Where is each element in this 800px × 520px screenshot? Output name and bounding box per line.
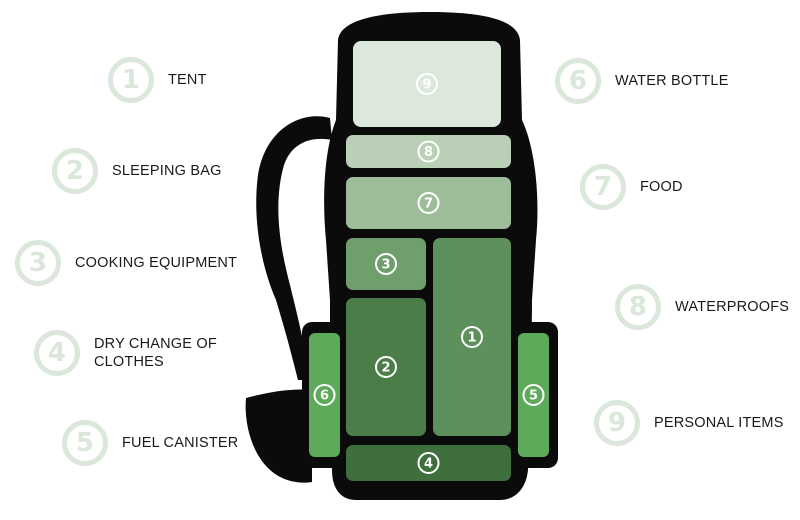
compartment-number: 7 xyxy=(424,197,433,212)
number-badge: 5 xyxy=(62,420,108,466)
compartment-6 xyxy=(309,333,340,457)
compartment-number: 1 xyxy=(467,331,476,346)
legend-item-personal-items: 9 PERSONAL ITEMS xyxy=(594,400,784,446)
compartment-5 xyxy=(518,333,549,457)
compartment-number-ring xyxy=(375,356,397,378)
legend-label: COOKING EQUIPMENT xyxy=(75,255,238,271)
compartment-number-ring xyxy=(417,192,440,214)
legend-label: SLEEPING BAG xyxy=(112,163,222,179)
legend-label: WATER BOTTLE xyxy=(615,73,729,89)
shoulder-strap xyxy=(256,116,332,381)
compartment-number: 6 xyxy=(320,389,329,404)
legend-item-fuel-canister: 5 FUEL CANISTER xyxy=(62,420,238,466)
legend-label: DRY CHANGE OF CLOTHES xyxy=(94,336,217,370)
legend-label: PERSONAL ITEMS xyxy=(654,415,784,431)
compartment-number: 8 xyxy=(424,145,433,160)
compartment-number: 9 xyxy=(422,78,431,93)
number-badge: 9 xyxy=(594,400,640,446)
legend-item-waterproofs: 8 WATERPROOFS xyxy=(615,284,789,330)
legend-item-water-bottle: 6 WATER BOTTLE xyxy=(555,58,729,104)
legend-item-dry-clothes: 4 DRY CHANGE OF CLOTHES xyxy=(34,330,224,376)
compartment-number-ring xyxy=(375,253,397,275)
compartment-1 xyxy=(433,238,511,436)
compartment-7 xyxy=(346,177,511,229)
compartment-number: 3 xyxy=(381,258,390,273)
compartment-number-ring xyxy=(313,384,336,406)
compartment-number-ring xyxy=(417,452,440,474)
number-badge: 6 xyxy=(555,58,601,104)
legend-label: WATERPROOFS xyxy=(675,299,790,315)
compartment-2 xyxy=(346,298,426,436)
compartment-number: 2 xyxy=(381,361,390,376)
legend-item-cooking-equipment: 3 COOKING EQUIPMENT xyxy=(15,240,237,286)
compartment-number-ring xyxy=(417,140,440,163)
compartment-number-ring xyxy=(416,73,438,95)
legend-label: FUEL CANISTER xyxy=(122,435,239,451)
compartment-9 xyxy=(353,41,501,127)
hip-belt xyxy=(245,389,312,483)
compartment-number: 5 xyxy=(529,389,538,404)
number-badge: 2 xyxy=(52,148,98,194)
compartment-number: 4 xyxy=(424,457,433,472)
compartment-8 xyxy=(346,135,511,168)
compartment-4 xyxy=(346,445,511,481)
legend-item-tent: 1 TENT xyxy=(108,57,207,103)
legend-item-food: 7 FOOD xyxy=(580,164,683,210)
compartment-number-ring xyxy=(522,384,545,406)
compartment-3 xyxy=(346,238,426,290)
number-badge: 8 xyxy=(615,284,661,330)
number-badge: 1 xyxy=(108,57,154,103)
number-badge: 4 xyxy=(34,330,80,376)
legend-label: FOOD xyxy=(640,179,683,195)
legend-label: TENT xyxy=(168,72,207,88)
number-badge: 7 xyxy=(580,164,626,210)
compartment-number-ring xyxy=(461,326,483,348)
number-badge: 3 xyxy=(15,240,61,286)
legend-item-sleeping-bag: 2 SLEEPING BAG xyxy=(52,148,222,194)
